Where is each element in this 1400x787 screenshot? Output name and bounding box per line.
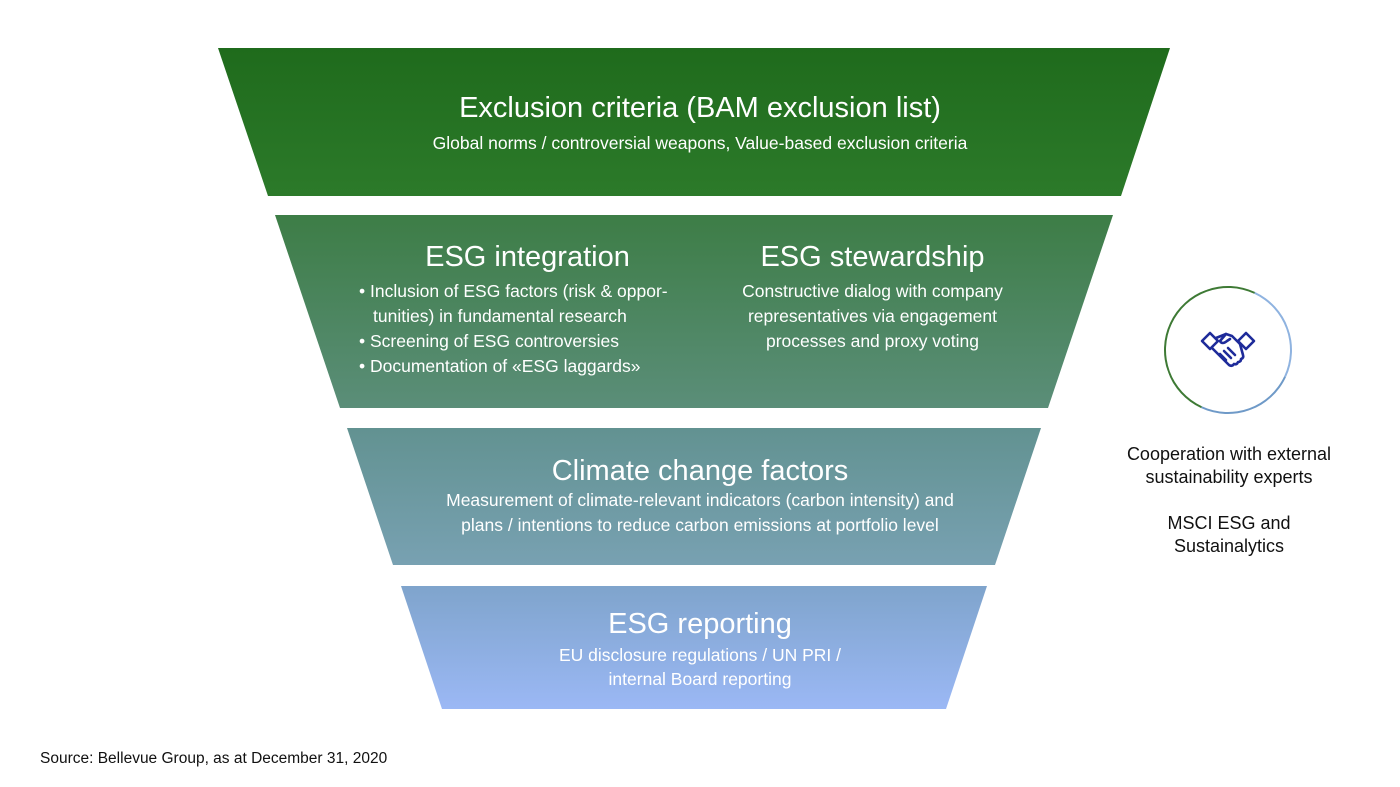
cooperation-text: Cooperation with external sustainability…	[1098, 443, 1360, 489]
source-note: Source: Bellevue Group, as at December 3…	[40, 750, 388, 767]
providers-line: MSCI ESG and	[1167, 513, 1291, 533]
reporting-line: internal Board reporting	[608, 669, 792, 689]
integration-bullet: • Documentation of «ESG laggards»	[359, 354, 668, 379]
bullet-dot: •	[359, 356, 370, 376]
climate-text: Measurement of climate-relevant indicato…	[350, 488, 1050, 538]
climate-layer-text: Climate change factors Measurement of cl…	[350, 454, 1050, 538]
providers-text: MSCI ESG and Sustainalytics	[1098, 512, 1360, 558]
bullet-dot: •	[359, 331, 370, 351]
funnel-layer-integration	[275, 215, 1113, 408]
exclusion-layer-text: Exclusion criteria (BAM exclusion list) …	[300, 91, 1100, 156]
cooperation-line: sustainability experts	[1145, 467, 1313, 487]
handshake-icon	[1200, 331, 1256, 368]
exclusion-text: Global norms / controversial weapons, Va…	[432, 133, 968, 153]
integration-column: ESG integration	[340, 240, 715, 274]
reporting-layer-text: ESG reporting EU disclosure regulations …	[450, 607, 950, 691]
stewardship-text: Constructive dialog with company represe…	[700, 279, 1045, 354]
stewardship-line: Constructive dialog with company	[742, 281, 1003, 301]
bullet-text: Screening of ESG controversies	[370, 331, 620, 351]
reporting-line: EU disclosure regulations / UN PRI /	[558, 645, 842, 665]
bullet-text: Documentation of «ESG laggards»	[370, 356, 641, 376]
stewardship-column: ESG stewardship Constructive dialog with…	[700, 240, 1045, 354]
funnel-layer-climate	[347, 428, 1041, 565]
climate-line: plans / intentions to reduce carbon emis…	[461, 515, 939, 535]
climate-title: Climate change factors	[551, 455, 849, 487]
integration-bullet-list: • Inclusion of ESG factors (risk & oppor…	[359, 279, 668, 379]
bullet-text: Inclusion of ESG factors (risk & oppor-	[370, 281, 668, 301]
stewardship-line: representatives via engagement	[747, 306, 998, 326]
integration-bullet: • Screening of ESG controversies	[359, 329, 668, 354]
climate-line: Measurement of climate-relevant indicato…	[446, 490, 954, 510]
reporting-text: EU disclosure regulations / UN PRI / int…	[450, 643, 950, 691]
funnel-layer-reporting	[401, 586, 987, 709]
stewardship-title: ESG stewardship	[760, 241, 985, 273]
stewardship-line: processes and proxy voting	[765, 331, 980, 351]
integration-title: ESG integration	[425, 241, 630, 273]
reporting-title: ESG reporting	[608, 608, 792, 640]
cooperation-line: Cooperation with external	[1126, 444, 1332, 464]
bullet-text-continued: tunities) in fundamental research	[373, 306, 627, 326]
bullet-dot: •	[359, 281, 370, 301]
providers-line: Sustainalytics	[1173, 536, 1285, 556]
integration-bullet: • Inclusion of ESG factors (risk & oppor…	[359, 279, 668, 329]
exclusion-title: Exclusion criteria (BAM exclusion list)	[459, 92, 941, 124]
funnel-layer-exclusion	[218, 48, 1170, 196]
